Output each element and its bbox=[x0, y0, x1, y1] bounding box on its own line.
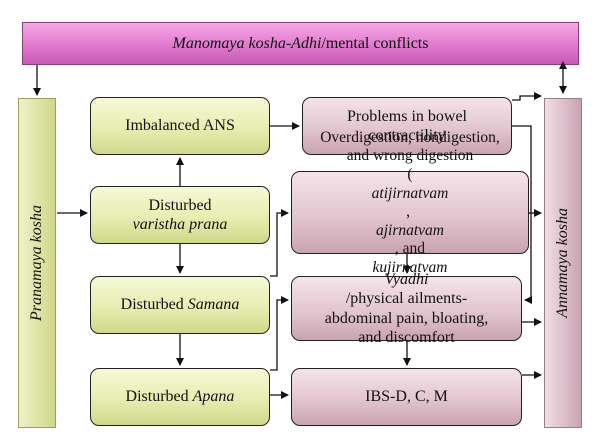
banner-rest: /mental conflicts bbox=[321, 34, 429, 52]
vyadhi-line3: and discomfort bbox=[358, 328, 455, 346]
apana-term: Apana bbox=[192, 388, 235, 406]
digestion-sep2: , and bbox=[394, 240, 426, 258]
pranamaya-kosha-bar: Pranamaya kosha bbox=[18, 98, 56, 428]
vyadhi-term: Vyadhi bbox=[384, 271, 429, 289]
digestion-line1: Overdigestion, nondigestion, bbox=[320, 128, 500, 146]
ibs-label: IBS-D, C, M bbox=[365, 388, 448, 406]
digestion-line3: (atijirnatvam, ajirnatvam, and bbox=[372, 166, 449, 259]
arrow-bowel-to-annamaya bbox=[512, 92, 542, 101]
imbalanced-ans-box: Imbalanced ANS bbox=[90, 97, 270, 155]
samana-label: Disturbed Samana bbox=[121, 295, 240, 314]
disturbed-samana-box: Disturbed Samana bbox=[90, 276, 270, 334]
bowel-line1: Problems in bowel bbox=[347, 107, 467, 125]
varistha-line1: Disturbed bbox=[148, 196, 212, 214]
arrow-apana-to-vyadhi bbox=[270, 296, 289, 371]
manomaya-kosha-banner: Manomaya kosha-Adhi/mental conflicts bbox=[22, 22, 579, 65]
digestion-problems-box: Overdigestion, nondigestion, and wrong d… bbox=[291, 129, 529, 295]
atijirnatvam-term: atijirnatvam bbox=[371, 184, 449, 202]
vyadhi-line2: abdominal pain, bloating, bbox=[324, 309, 489, 327]
bowel-line2: contractility bbox=[368, 127, 446, 144]
samana-prefix: Disturbed bbox=[120, 296, 188, 314]
banner-text: Manomaya kosha-Adhi/mental conflicts bbox=[173, 34, 429, 53]
arrow-samana-to-digestion bbox=[270, 209, 289, 277]
vyadhi-line1-rest: /physical ailments- bbox=[345, 290, 468, 308]
bowel-contractility-box: Problems in bowel contractility bbox=[302, 97, 512, 155]
apana-prefix: Disturbed bbox=[125, 388, 193, 406]
banner-term: Manomaya kosha-Adhi bbox=[172, 34, 322, 52]
disturbed-varistha-prana-box: Disturbed varistha prana bbox=[90, 186, 270, 244]
digestion-open-paren: ( bbox=[407, 166, 413, 184]
samana-term: Samana bbox=[187, 296, 240, 314]
arrow-bowel-to-vyadhi bbox=[512, 125, 532, 304]
varistha-line2: varistha prana bbox=[132, 216, 228, 233]
vyadhi-physical-ailments-box: Vyadhi/physical ailments- abdominal pain… bbox=[291, 271, 522, 346]
apana-label: Disturbed Apana bbox=[126, 387, 235, 406]
digestion-line2: and wrong digestion bbox=[346, 147, 474, 165]
annamaya-kosha-bar: Annamaya kosha bbox=[544, 98, 582, 428]
vyadhi-line1: Vyadhi/physical ailments- bbox=[346, 270, 467, 308]
ibs-box: IBS-D, C, M bbox=[291, 368, 522, 426]
ajirnatvam-term: ajirnatvam bbox=[375, 221, 444, 239]
digestion-sep1: , bbox=[406, 203, 414, 221]
disturbed-apana-box: Disturbed Apana bbox=[90, 368, 270, 426]
imbalanced-ans-label: Imbalanced ANS bbox=[125, 117, 235, 135]
